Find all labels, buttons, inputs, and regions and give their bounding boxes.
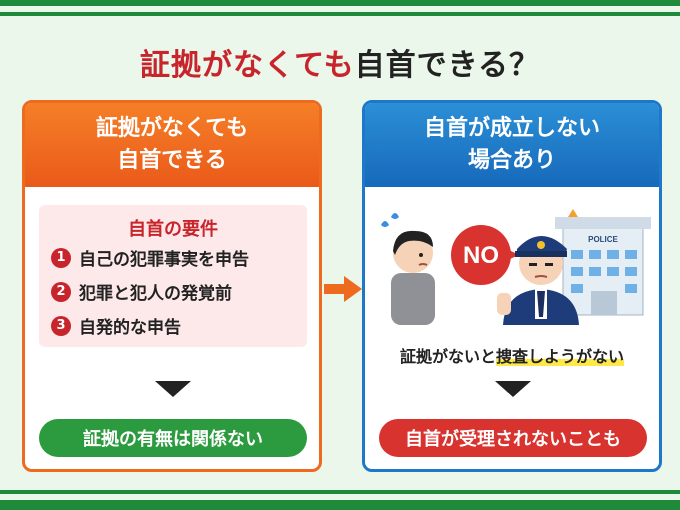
bottom-stripe-thin bbox=[0, 490, 680, 494]
bottom-stripe-thick bbox=[0, 500, 680, 510]
right-header-line1: 自首が成立しない bbox=[423, 116, 600, 141]
requirement-item: 3 自発的な申告 bbox=[51, 313, 181, 338]
left-header-line2: 自首できる bbox=[117, 148, 227, 173]
note-highlight: 捜査しようがない bbox=[496, 347, 625, 366]
left-panel: 証拠がなくても 自首できる 自首の要件 1 自己の犯罪事実を申告 2 犯罪と犯人… bbox=[22, 100, 322, 472]
left-header-line1: 証拠がなくても bbox=[95, 116, 249, 141]
right-result-pill: 自首が受理されないことも bbox=[379, 419, 647, 457]
right-arrow-icon bbox=[324, 276, 362, 302]
no-label: NO bbox=[463, 242, 499, 269]
no-evidence-note: 証拠がないと捜査しようがない bbox=[365, 343, 659, 367]
top-stripe-thin bbox=[0, 12, 680, 16]
left-panel-header: 証拠がなくても 自首できる bbox=[25, 103, 319, 187]
right-panel: 自首が成立しない 場合あり POLICE bbox=[362, 100, 662, 472]
right-header-line2: 場合あり bbox=[467, 148, 556, 173]
requirement-item: 2 犯罪と犯人の発覚前 bbox=[51, 279, 232, 304]
right-panel-header: 自首が成立しない 場合あり bbox=[365, 103, 659, 187]
number-badge: 2 bbox=[51, 281, 71, 302]
left-result-pill: 証拠の有無は関係ない bbox=[39, 419, 307, 457]
title-rest-part: 自首できる？ bbox=[354, 48, 540, 83]
down-arrow-icon bbox=[155, 381, 191, 397]
worried-man-icon bbox=[381, 213, 435, 325]
requirement-text: 犯罪と犯人の発覚前 bbox=[79, 284, 232, 304]
number-badge: 1 bbox=[51, 247, 71, 268]
police-building-icon: POLICE bbox=[555, 209, 651, 316]
police-sign: POLICE bbox=[588, 235, 618, 244]
police-illustration: POLICE NO bbox=[381, 209, 651, 325]
requirement-item: 1 自己の犯罪事実を申告 bbox=[51, 245, 249, 270]
police-officer-icon bbox=[497, 236, 579, 325]
top-stripe-thick bbox=[0, 0, 680, 6]
number-badge: 3 bbox=[51, 315, 71, 336]
requirements-title: 自首の要件 bbox=[128, 219, 218, 240]
title-red-part: 証拠がなくても bbox=[139, 48, 355, 83]
note-prefix: 証拠がないと bbox=[399, 347, 496, 366]
requirement-text: 自己の犯罪事実を申告 bbox=[79, 250, 249, 270]
requirement-text: 自発的な申告 bbox=[79, 318, 181, 338]
down-arrow-icon bbox=[495, 381, 531, 397]
page-title: 証拠がなくても自首できる？ bbox=[0, 40, 680, 84]
requirements-box: 自首の要件 1 自己の犯罪事実を申告 2 犯罪と犯人の発覚前 3 自発的な申告 bbox=[39, 205, 307, 347]
no-speech-bubble: NO bbox=[451, 225, 519, 285]
